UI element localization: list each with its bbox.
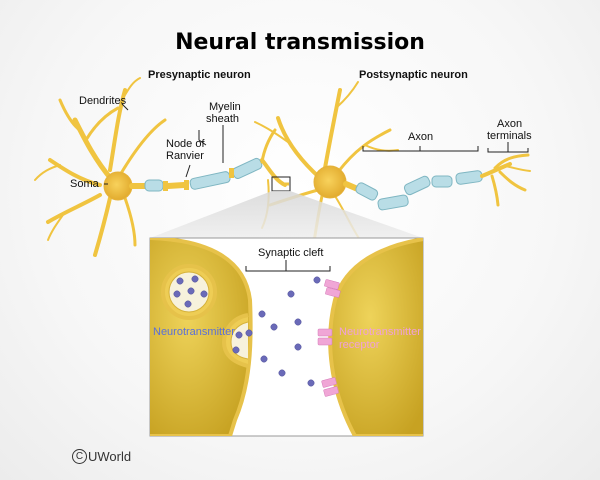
postsynaptic-neuron — [254, 81, 531, 257]
synaptic-cleft-label: Synaptic cleft — [258, 247, 324, 259]
receptor-label-1: Neurotransmitter — [339, 326, 421, 338]
axon-terminals-label-1: Axon — [497, 118, 523, 130]
credit-text: UWorld — [88, 449, 132, 464]
dendrites-label: Dendrites — [79, 95, 127, 107]
label-leader-lines — [104, 103, 529, 185]
myelin-sheath-label-1: Myelin — [209, 101, 241, 113]
node-of-ranvier-label-1: Node of — [166, 138, 205, 150]
synaptic-cleft-bracket — [245, 260, 331, 272]
soma-label: Soma — [70, 178, 99, 190]
axon-terminals-label-2: terminals — [487, 130, 532, 142]
neurotransmitter-label: Neurotransmitter — [153, 326, 235, 338]
diagram-title: Neural transmission — [175, 30, 425, 55]
receptor-label-2: receptor — [339, 339, 380, 351]
neurotransmitter-receptors — [317, 279, 341, 397]
axon-terminal-branches — [480, 153, 531, 207]
axon-label: Axon — [408, 131, 434, 143]
postsynaptic-myelin — [355, 170, 483, 211]
copyright-icon: C — [72, 449, 87, 464]
myelin-sheath-label-2: sheath — [206, 113, 240, 125]
presynaptic-neuron-label: Presynaptic neuron — [148, 69, 251, 81]
synapse-panel — [149, 237, 424, 437]
node-of-ranvier-label-2: Ranvier — [166, 150, 204, 162]
presynaptic-neuron — [34, 77, 287, 257]
neurotransmitter-molecules — [173, 275, 321, 387]
presynaptic-myelin — [144, 157, 263, 192]
presynaptic-soma — [103, 171, 133, 201]
credit: C UWorld — [72, 449, 131, 464]
zoom-cone — [150, 191, 423, 238]
postsynaptic-membrane — [328, 238, 423, 436]
postsynaptic-soma — [313, 165, 347, 199]
presynaptic-dendrites — [34, 77, 167, 257]
postsynaptic-neuron-label: Postsynaptic neuron — [359, 69, 468, 81]
